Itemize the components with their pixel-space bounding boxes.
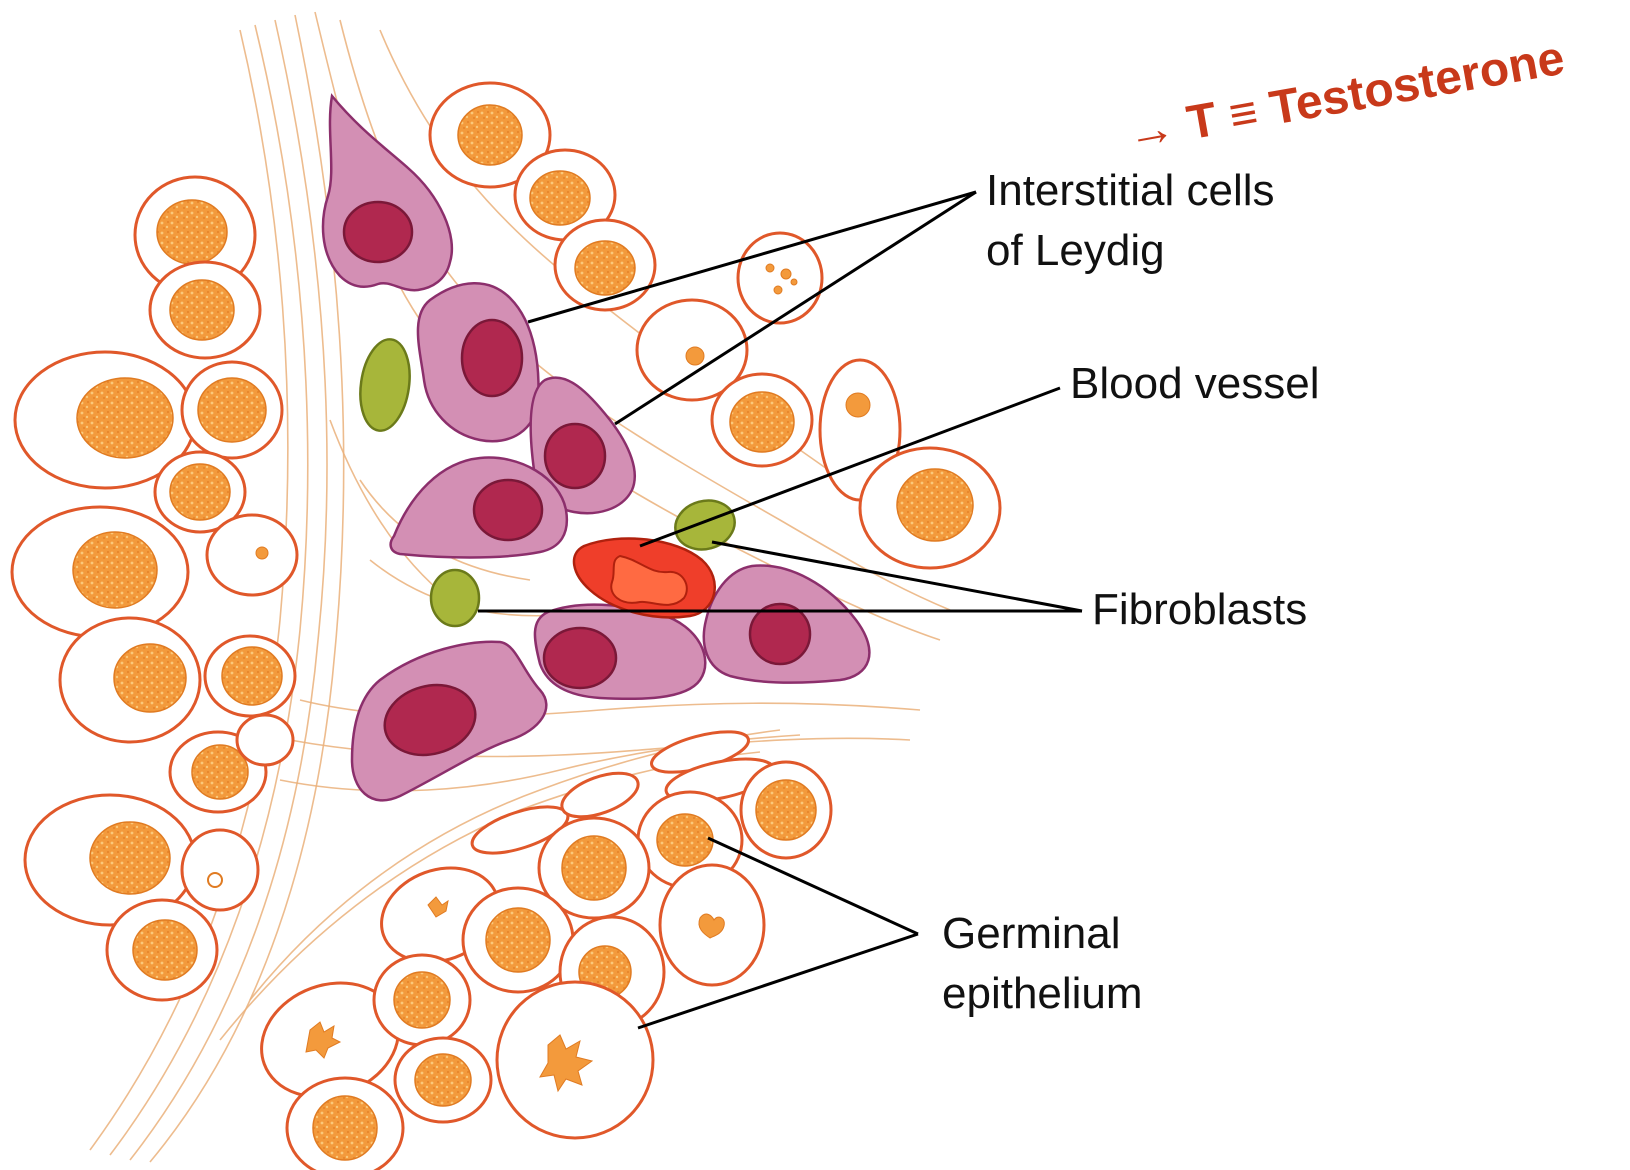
germinal-label-line2: epithelium [942,969,1143,1018]
germinal-epithelium-cells [12,177,297,1000]
germ-cell [182,830,258,910]
leydig-label-line1: Interstitial cells [986,166,1275,215]
germ-cell [395,1038,491,1122]
leydig-cell [391,458,567,558]
germ-cell [555,220,655,310]
germ-cell [497,982,653,1138]
fibroblast [431,570,479,626]
leydig-cell [418,283,539,441]
leydig-cell [535,605,705,699]
germ-cell [741,762,831,858]
leydig-label-line2: of Leydig [986,226,1165,275]
germ-cell [150,262,260,358]
blood-vessel-label: Blood vessel [1070,359,1319,408]
germ-cell [182,362,282,458]
leydig-cell [704,566,870,683]
germ-cell [374,955,470,1045]
germ-cell [12,507,188,637]
germ-cell [287,1078,403,1170]
germ-cell [738,233,822,323]
germ-cell [660,865,764,985]
fibroblast [355,336,415,434]
germinal-label-line1: Germinal [942,909,1121,958]
germ-cell [712,374,812,466]
germ-cell [107,900,217,1000]
germ-cell [463,888,573,992]
germ-cell [556,764,643,825]
fibroblasts-label: Fibroblasts [1092,585,1307,634]
germ-cell [860,448,1000,568]
germ-cell [207,515,297,595]
germ-cell [205,636,295,716]
testosterone-annotation: → T ≡ Testosterone [1123,32,1569,161]
germ-cell [237,715,293,765]
leydig-cell [352,642,546,801]
germ-cell [60,618,200,742]
